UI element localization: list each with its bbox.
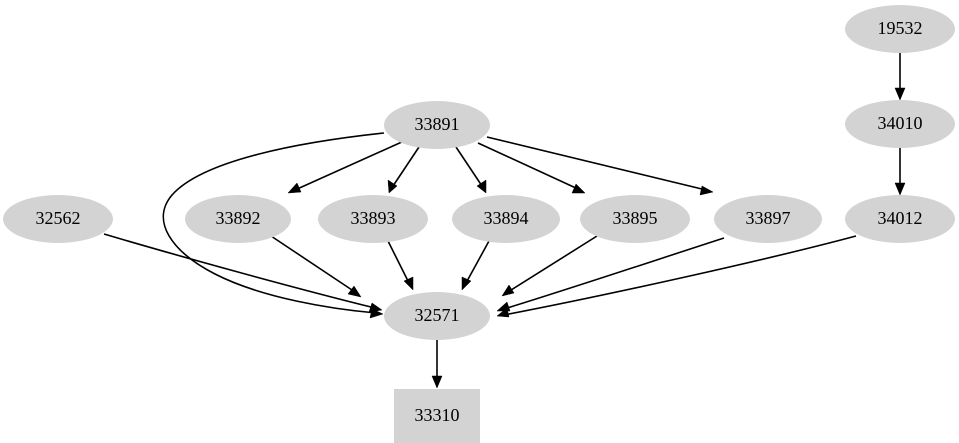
node-33895-shape[interactable] xyxy=(580,195,690,243)
edge-32571-to-33310[interactable] xyxy=(431,340,443,389)
edge-33891-to-33892[interactable] xyxy=(287,140,405,194)
node-33895[interactable]: 33895 xyxy=(580,195,690,243)
edge-33897-to-32571[interactable] xyxy=(496,237,725,312)
edge-33891-to-33895[interactable] xyxy=(477,142,586,194)
edge-33894-to-32571[interactable] xyxy=(461,240,490,291)
node-34010-shape[interactable] xyxy=(845,100,955,148)
edge-32562-to-32571[interactable] xyxy=(103,233,383,313)
node-19532[interactable]: 19532 xyxy=(845,5,955,53)
node-34012[interactable]: 34012 xyxy=(845,195,955,243)
edge-33891-to-33897[interactable] xyxy=(486,136,714,196)
node-19532-shape[interactable] xyxy=(845,5,955,53)
edge-34010-to-34012[interactable] xyxy=(894,148,906,196)
node-33892-shape[interactable] xyxy=(185,195,291,243)
edge-33892-to-32571[interactable] xyxy=(270,235,362,298)
node-34010[interactable]: 34010 xyxy=(845,100,955,148)
node-33310[interactable]: 33310 xyxy=(394,389,480,443)
node-33892[interactable]: 33892 xyxy=(185,195,291,243)
edge-33891-to-33894[interactable] xyxy=(455,146,487,194)
edge-34012-to-32571[interactable] xyxy=(496,235,857,318)
node-34012-shape[interactable] xyxy=(845,195,955,243)
node-33897-shape[interactable] xyxy=(714,195,822,243)
edge-33893-to-32571[interactable] xyxy=(387,240,414,291)
node-33897[interactable]: 33897 xyxy=(714,195,822,243)
node-33894-shape[interactable] xyxy=(452,195,560,243)
node-33893-shape[interactable] xyxy=(318,195,428,243)
edge-layer xyxy=(103,53,906,389)
node-layer: 19532 34010 34012 33891 32562 33892 3389… xyxy=(3,5,955,443)
edge-33891-to-33893[interactable] xyxy=(387,146,420,194)
node-32562-shape[interactable] xyxy=(3,195,113,243)
node-32562[interactable]: 32562 xyxy=(3,195,113,243)
edge-33895-to-32571[interactable] xyxy=(501,235,598,297)
node-32571[interactable]: 32571 xyxy=(384,292,490,340)
node-32571-shape[interactable] xyxy=(384,292,490,340)
node-33891-shape[interactable] xyxy=(384,101,490,149)
node-33310-shape[interactable] xyxy=(394,389,480,443)
node-33894[interactable]: 33894 xyxy=(452,195,560,243)
edge-19532-to-34010[interactable] xyxy=(894,53,906,101)
node-33893[interactable]: 33893 xyxy=(318,195,428,243)
node-33891[interactable]: 33891 xyxy=(384,101,490,149)
